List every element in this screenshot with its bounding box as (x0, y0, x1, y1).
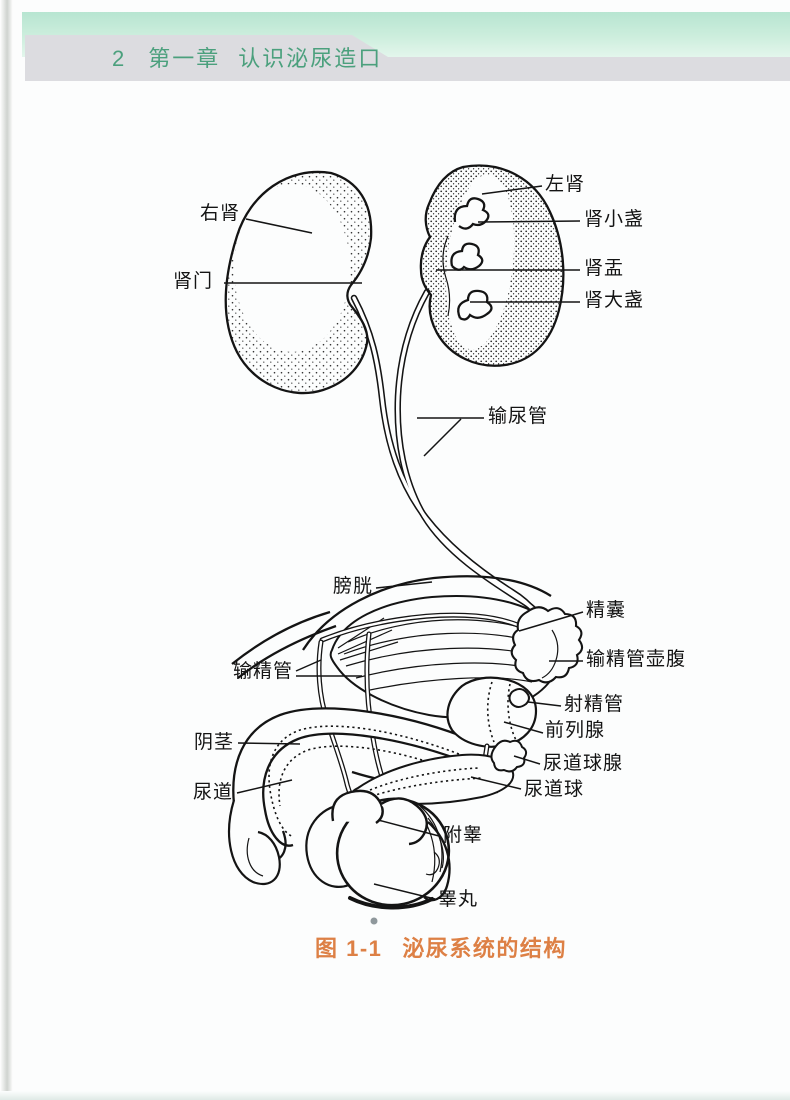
leader-testis (373, 883, 436, 900)
label-penis: 阴茎 (194, 732, 235, 753)
label-urethral-bulb: 尿道球 (524, 779, 585, 800)
leader-epididymis (377, 819, 440, 837)
left-kidney-drawing (419, 164, 565, 367)
leader-bladder (375, 581, 433, 589)
figure-caption: 图 1-1 泌尿系统的结构 (315, 931, 567, 963)
penis-drawing (227, 707, 477, 885)
leader-lines (224, 185, 584, 900)
label-renal-hilum: 肾门 (173, 271, 214, 292)
label-bladder: 膀胱 (333, 576, 374, 597)
label-major-calyx: 肾大盏 (584, 290, 645, 311)
leader-vas-deferens-a (295, 659, 322, 672)
label-ureter: 输尿管 (488, 406, 549, 427)
leader-right-kidney (245, 218, 313, 234)
label-testis: 睾丸 (438, 889, 479, 910)
chapter-title: 认识泌尿造口 (238, 46, 383, 71)
label-renal-pelvis: 肾盂 (584, 258, 625, 279)
label-urethra: 尿道 (193, 782, 234, 803)
leader-ureter-branch (423, 418, 462, 457)
label-left-kidney: 左肾 (545, 174, 586, 195)
page-number: 2 (112, 46, 127, 71)
ureters-drawing (350, 288, 555, 659)
leader-ejaculatory-duct (527, 701, 562, 707)
label-epididymis: 附睾 (443, 825, 484, 846)
leader-urethral-bulb (470, 776, 522, 790)
leader-minor-calyx (477, 220, 581, 223)
figure-caption-title: 泌尿系统的结构 (402, 936, 567, 961)
leader-penis (237, 742, 301, 745)
leader-urethra (236, 779, 293, 794)
scan-edge-bottom (0, 1091, 790, 1100)
leader-bulbourethral-gland (513, 755, 541, 765)
bulbourethral-gland-drawing (490, 739, 528, 773)
label-ejaculatory-duct: 射精管 (564, 694, 625, 715)
page-header: 2 第一章 认识泌尿造口 (112, 41, 382, 73)
figure-caption-number: 图 1-1 (315, 936, 383, 961)
scan-dot (370, 917, 378, 925)
vessel-bands-drawing (231, 610, 337, 679)
scan-edge-left (0, 0, 13, 1100)
chapter-number: 第一章 (148, 46, 221, 71)
label-bulbourethral-gland: 尿道球腺 (543, 753, 624, 774)
label-minor-calyx: 肾小盏 (584, 209, 645, 230)
ejaculatory-duct-drawing (508, 688, 530, 708)
label-ampulla-of-vas-deferens: 输精管壶腹 (586, 649, 687, 670)
testis-drawing (305, 789, 451, 910)
label-prostate: 前列腺 (545, 720, 606, 741)
label-seminal-vesicle: 精囊 (586, 600, 627, 621)
label-vas-deferens: 输精管 (233, 661, 294, 682)
urethral-bulb-drawing (351, 753, 515, 808)
leader-seminal-vesicle (518, 611, 584, 632)
seminal-vesicle-drawing (510, 606, 584, 684)
label-right-kidney: 右肾 (200, 203, 241, 224)
leader-left-kidney (481, 185, 543, 195)
leader-prostate (503, 721, 544, 734)
epididymis-drawing (331, 789, 451, 902)
